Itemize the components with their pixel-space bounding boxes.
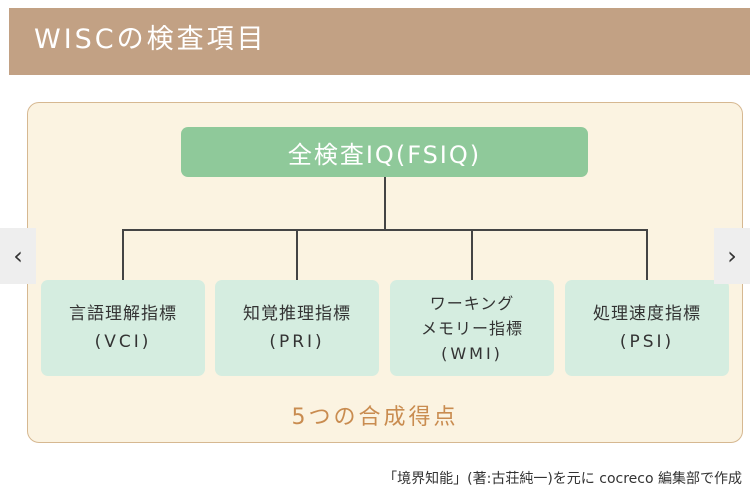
node-abbr: (VCI) <box>94 332 152 352</box>
prev-slide-button[interactable]: ‹ <box>0 228 36 284</box>
child-node-pri: 知覚推理指標 (PRI) <box>215 280 379 376</box>
chevron-right-icon: › <box>727 242 737 270</box>
child-node-wmi: ワーキング メモリー指標 (WMI) <box>390 280 554 376</box>
node-label: ワーキング <box>429 293 515 313</box>
node-abbr: (PRI) <box>269 332 325 352</box>
node-label: 知覚推理指標 <box>243 304 351 324</box>
page-title: WISCの検査項目 <box>34 24 267 55</box>
node-label: 言語理解指標 <box>69 304 177 324</box>
source-caption: 「境界知能」(著:古荘純一)を元に cocreco 編集部で作成 <box>383 471 742 487</box>
child-node-psi: 処理速度指標 (PSI) <box>565 280 729 376</box>
header-bar: WISCの検査項目 <box>9 8 750 75</box>
child-node-vci: 言語理解指標 (VCI) <box>41 280 205 376</box>
next-slide-button[interactable]: › <box>714 228 750 284</box>
node-label: 処理速度指標 <box>593 304 701 324</box>
chevron-left-icon: ‹ <box>13 242 23 270</box>
composite-scores-label: 5つの合成得点 <box>291 405 459 430</box>
node-abbr: (PSI) <box>619 332 675 352</box>
node-label: メモリー指標 <box>420 318 523 338</box>
root-node-fsiq: 全検査IQ(FSIQ) <box>181 127 588 177</box>
node-abbr: (WMI) <box>441 343 503 363</box>
